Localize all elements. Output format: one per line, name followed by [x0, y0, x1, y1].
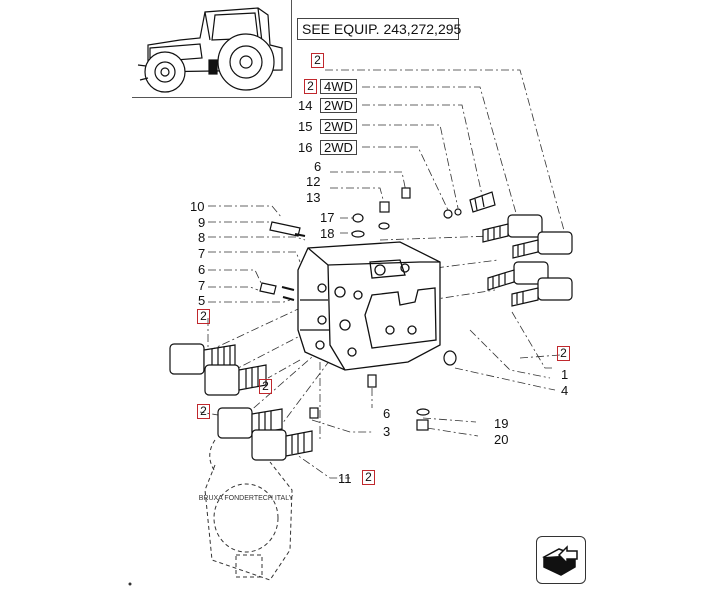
variant-tag-2wd: 2WD [320, 140, 357, 155]
callout-number: 5 [198, 293, 206, 308]
next-page-button[interactable] [536, 536, 586, 584]
next-page-arrow-icon [542, 545, 578, 576]
callout-number: 18 [320, 226, 335, 241]
item-number: 14 [298, 98, 313, 113]
callout-number: 6 [314, 159, 322, 174]
callout-number: 4 [561, 383, 569, 398]
variant-tag-4wd: 4WD [320, 79, 357, 94]
callout-number: 8 [198, 230, 206, 245]
variant-tag-2wd: 2WD [320, 98, 357, 113]
callout-number: 10 [190, 199, 205, 214]
callout-badge: 2 [362, 470, 375, 485]
stamp-text: BRUXA FONDERTECH ITALY [199, 495, 294, 502]
callout-number: 13 [306, 190, 321, 205]
small-parts [259, 187, 457, 431]
solenoid-valves-left [169, 343, 313, 461]
callout-number: 17 [320, 210, 335, 225]
callout-number: 7 [198, 246, 206, 261]
callout-number: 11 [338, 471, 352, 486]
callout-number: 9 [198, 215, 206, 230]
valve-block [297, 241, 441, 371]
variant-badge: 2 [311, 53, 324, 68]
callout-number: 3 [383, 424, 391, 439]
callout-badge: 2 [197, 404, 210, 419]
manufacturer-stamp [204, 439, 293, 581]
variant-badge: 2 [304, 79, 317, 94]
callout-badge: 2 [197, 309, 210, 324]
solenoid-valves-right [443, 191, 573, 307]
item-number: 15 [298, 119, 313, 134]
item-number: 16 [298, 140, 313, 155]
callout-number: 19 [494, 416, 509, 431]
callout-number: 1 [561, 367, 569, 382]
thumbnail-frame [132, 0, 292, 98]
tractor-thumbnail-icon [137, 7, 283, 93]
callout-badge: 2 [259, 379, 272, 394]
callout-badge: 2 [557, 346, 570, 361]
equipment-note: SEE EQUIP. 243,272,295 [297, 18, 461, 40]
callout-number: 6 [198, 262, 206, 277]
variant-tag-2wd: 2WD [320, 119, 357, 134]
callout-number: 7 [198, 278, 206, 293]
callout-number: 12 [306, 174, 321, 189]
callout-number: 20 [494, 432, 509, 447]
callout-number: 6 [383, 406, 391, 421]
